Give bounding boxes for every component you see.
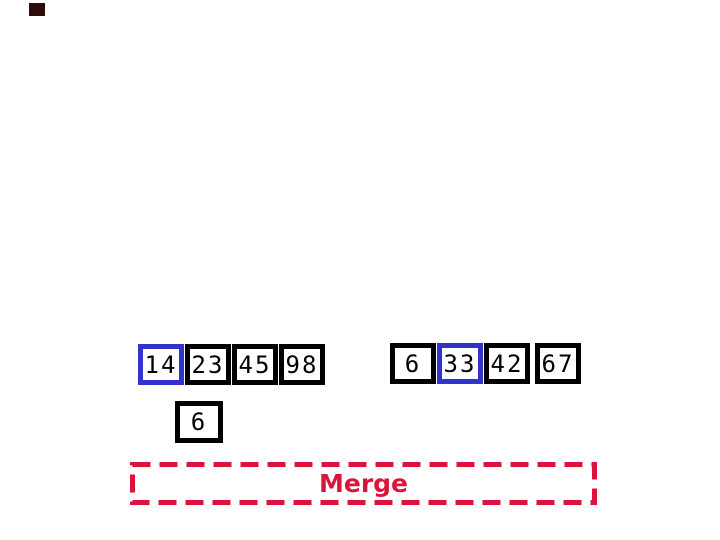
right-array-cell-3: 67: [535, 343, 581, 384]
cell-value: 33: [443, 349, 477, 378]
cell-value: 98: [285, 350, 319, 379]
corner-decoration-square: [29, 3, 45, 16]
left-subarray: 14 23 45 98: [138, 344, 325, 385]
right-array-cell-0: 6: [390, 343, 436, 384]
dashed-border: [130, 462, 597, 505]
left-array-cell-3: 98: [279, 344, 325, 385]
output-array-cell-0: 6: [175, 401, 223, 443]
right-array-cell-2: 42: [484, 343, 530, 384]
cell-value: 67: [541, 349, 575, 378]
cell-value: 42: [490, 349, 524, 378]
left-array-cell-1: 23: [185, 344, 231, 385]
cell-value: 6: [404, 349, 422, 378]
cell-value: 23: [191, 350, 225, 379]
cell-value: 14: [144, 350, 178, 379]
merge-operation-box: Merge: [130, 462, 597, 505]
right-subarray: 6 33 42 67: [390, 343, 581, 384]
cell-value: 45: [238, 350, 272, 379]
left-array-cell-0-highlighted: 14: [138, 344, 184, 385]
left-array-cell-2: 45: [232, 344, 278, 385]
merge-label: Merge: [318, 469, 408, 498]
cell-value: 6: [190, 408, 208, 436]
right-array-cell-1-highlighted: 33: [437, 343, 483, 384]
